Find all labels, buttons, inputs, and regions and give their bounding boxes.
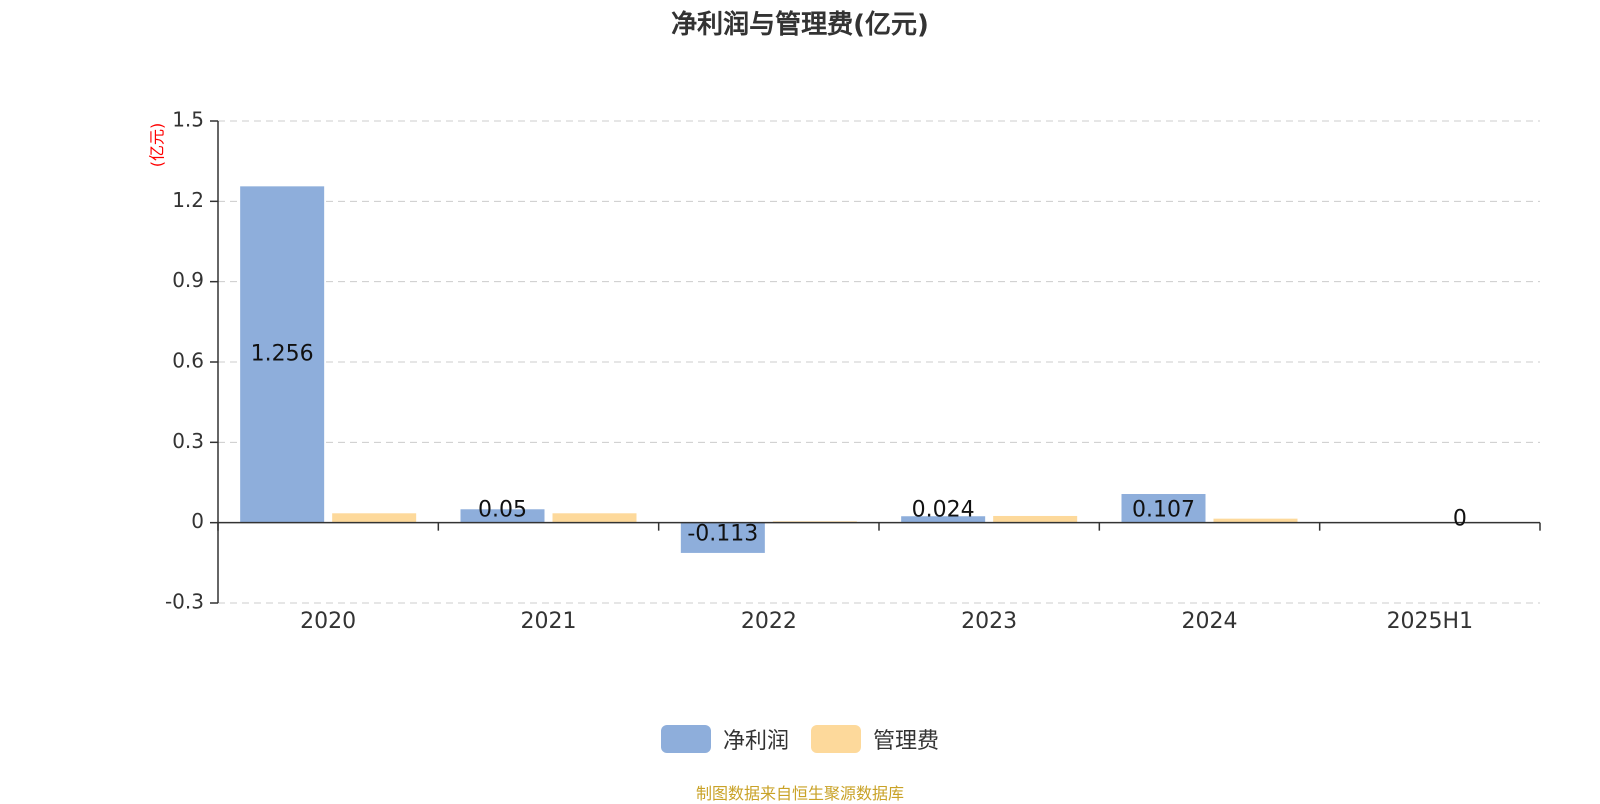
x-tick-label: 2021 bbox=[521, 609, 577, 634]
legend-swatch-admin-expense bbox=[811, 725, 861, 753]
bar-admin-expense bbox=[993, 515, 1078, 523]
bar-net-profit bbox=[680, 522, 765, 553]
y-tick-label: -0.3 bbox=[165, 590, 204, 614]
data-labels: 1.256 0.05 -0.113 0.024 0.107 0 bbox=[251, 342, 1467, 547]
bar-admin-expense bbox=[1213, 518, 1298, 523]
bars bbox=[240, 186, 1298, 553]
axes: -0.3 0 0.3 0.6 0.9 1.2 1.5 2020 2021 2022 2023 2024… bbox=[165, 108, 1541, 634]
grid-lines bbox=[218, 120, 1540, 604]
data-label: -0.113 bbox=[687, 522, 758, 547]
legend-label-net-profit: 净利润 bbox=[722, 729, 789, 754]
bar-admin-expense bbox=[552, 513, 637, 523]
source-note: 制图数据来自恒生聚源数据库 bbox=[695, 784, 904, 803]
y-tick-label: 0.3 bbox=[172, 429, 204, 453]
data-label: 0.05 bbox=[478, 498, 527, 523]
legend: 净利润 管理费 bbox=[0, 723, 1600, 755]
x-tick-label: 2023 bbox=[961, 609, 1017, 634]
bar-net-profit bbox=[901, 516, 986, 523]
data-label: 0 bbox=[1453, 507, 1467, 532]
bar-admin-expense bbox=[332, 513, 417, 523]
x-tick-label: 2024 bbox=[1182, 609, 1238, 634]
y-tick-label: 0 bbox=[191, 509, 204, 533]
legend-label-admin-expense: 管理费 bbox=[873, 729, 940, 754]
data-label: 0.024 bbox=[912, 498, 975, 523]
y-axis-title: (亿元) bbox=[148, 123, 167, 168]
x-tick-label: 2020 bbox=[300, 609, 356, 634]
data-label: 1.256 bbox=[251, 342, 314, 367]
y-tick-label: 1.5 bbox=[172, 108, 204, 132]
bar-net-profit bbox=[460, 509, 545, 523]
y-tick-label: 1.2 bbox=[172, 188, 204, 212]
legend-item-net-profit[interactable]: 净利润 bbox=[660, 723, 789, 755]
chart-title: 净利润与管理费(亿元) bbox=[671, 10, 929, 40]
y-tick-label: 0.9 bbox=[172, 268, 204, 292]
data-label: 0.107 bbox=[1132, 498, 1195, 523]
x-tick-label: 2022 bbox=[741, 609, 797, 634]
y-tick-label: 0.6 bbox=[172, 349, 204, 373]
legend-swatch-net-profit bbox=[660, 725, 711, 753]
bar-net-profit bbox=[1121, 494, 1206, 523]
x-tick-label: 2025H1 bbox=[1387, 609, 1474, 634]
bar-net-profit bbox=[240, 186, 325, 523]
legend-item-admin-expense[interactable]: 管理费 bbox=[811, 723, 939, 755]
